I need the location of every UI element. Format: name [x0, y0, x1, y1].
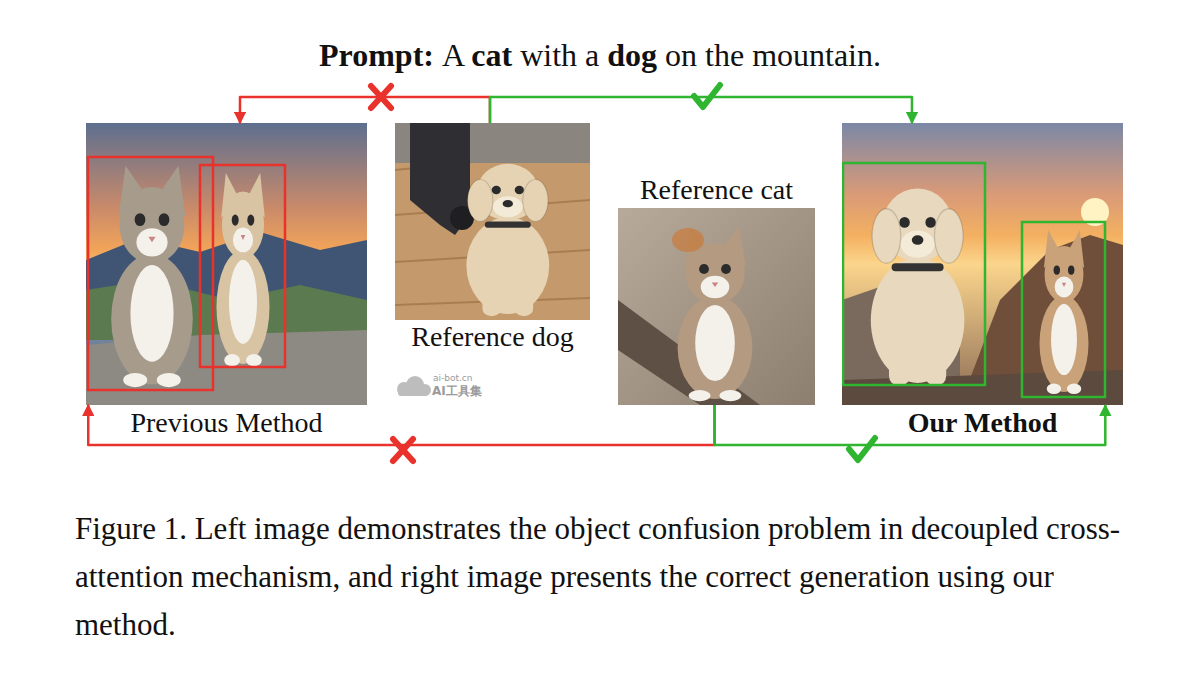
cross-mark — [371, 86, 391, 108]
reference-dog-photo — [395, 123, 590, 320]
cross-mark — [393, 439, 413, 461]
watermark-text: AI工具集 — [432, 385, 482, 397]
flow-arrow — [240, 97, 490, 123]
image-panel: Reference dog — [395, 123, 590, 320]
panel-label: Reference dog — [335, 321, 650, 353]
prompt-title: Prompt: A cat with a dog on the mountain… — [0, 36, 1200, 74]
image-panel: Previous Method — [86, 123, 367, 405]
figure-caption: Figure 1. Left image demonstrates the ob… — [75, 505, 1145, 649]
watermark-text: ai-bot.cn — [433, 374, 473, 383]
image-panel: Our Method — [842, 123, 1123, 405]
watermark-logo — [397, 376, 431, 396]
panel-label: Our Method — [782, 407, 1183, 439]
image-panel: Reference cat — [618, 208, 815, 405]
check-mark — [694, 85, 720, 107]
panel-label: Reference cat — [558, 174, 875, 206]
previous-method-photo — [86, 123, 367, 405]
check-mark — [849, 438, 875, 460]
panel-label: Previous Method — [26, 407, 427, 439]
reference-cat-photo — [618, 208, 815, 405]
our-method-photo — [842, 123, 1123, 405]
